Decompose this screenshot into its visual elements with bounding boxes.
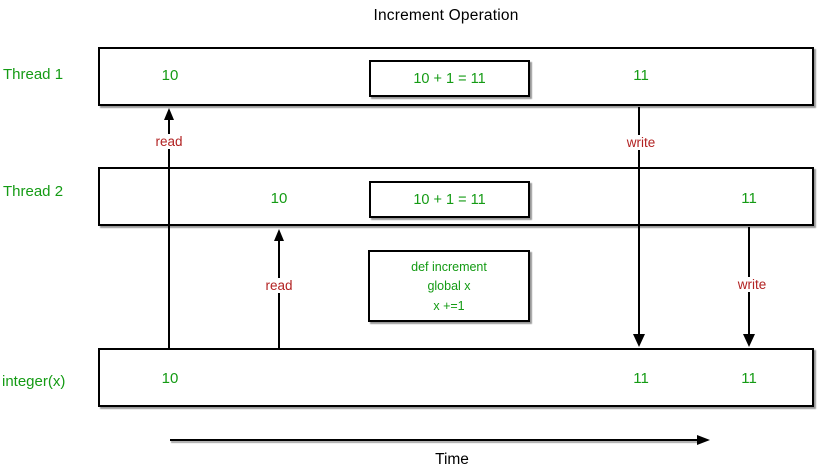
thread2-write-label: write: [735, 277, 769, 292]
thread1-read-arrow-line: [168, 118, 170, 348]
time-axis-line: [170, 439, 698, 441]
integerx-after-thread1-value: 11: [633, 370, 649, 387]
code-line-def: def increment: [411, 259, 487, 274]
thread1-write-arrow-line: [638, 107, 640, 334]
thread2-result-value: 11: [741, 190, 757, 207]
thread1-write-arrowhead-down-icon: [633, 334, 645, 347]
time-axis-arrowhead-right-icon: [697, 435, 710, 445]
thread2-read-label: read: [263, 278, 295, 293]
thread1-read-label: read: [153, 134, 185, 149]
thread1-operation-text: 10 + 1 = 11: [413, 70, 486, 87]
increment-code-box: def increment global x x +=1: [368, 250, 530, 322]
integerx-timeline-box: [98, 348, 814, 407]
thread2-write-arrowhead-down-icon: [743, 334, 755, 347]
integerx-label: integer(x): [2, 373, 66, 390]
thread1-write-label: write: [624, 135, 658, 150]
thread1-label: Thread 1: [3, 66, 64, 83]
thread2-operation-box: 10 + 1 = 11: [369, 181, 530, 218]
thread1-initial-value: 10: [161, 67, 179, 84]
time-axis-label: Time: [435, 451, 469, 468]
code-line-incr: x +=1: [433, 298, 465, 313]
thread2-initial-value: 10: [270, 190, 288, 207]
thread2-read-arrow-line: [278, 240, 280, 348]
integerx-initial-value: 10: [161, 370, 179, 387]
diagram-title: Increment Operation: [373, 7, 519, 24]
thread1-result-value: 11: [633, 67, 649, 84]
integerx-after-thread2-value: 11: [741, 370, 757, 387]
thread2-operation-text: 10 + 1 = 11: [413, 191, 486, 208]
thread2-read-arrowhead-up-icon: [274, 229, 284, 241]
thread2-label: Thread 2: [3, 183, 64, 200]
thread1-read-arrowhead-up-icon: [164, 108, 174, 120]
thread1-operation-box: 10 + 1 = 11: [369, 60, 530, 97]
code-line-global: global x: [427, 279, 471, 293]
